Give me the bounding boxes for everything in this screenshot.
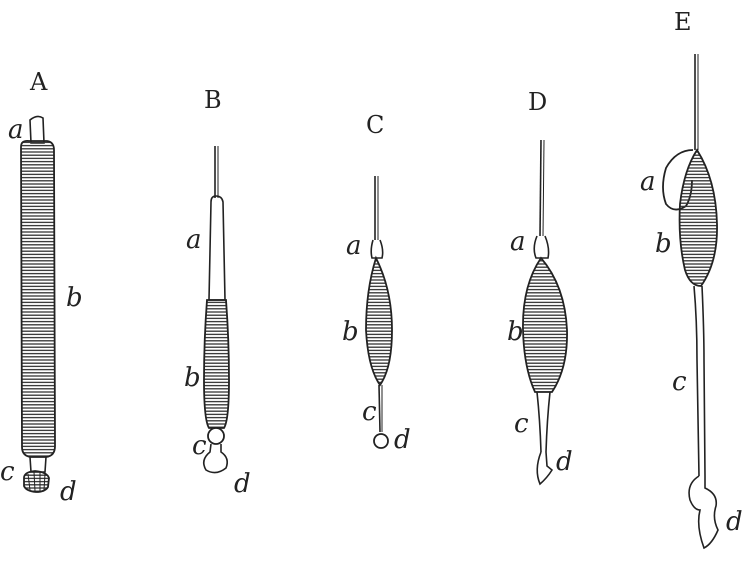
panel-e-foot bbox=[689, 476, 718, 548]
panel-c-part-c: c bbox=[362, 397, 377, 427]
panel-c-part-a: a bbox=[346, 231, 362, 261]
panel-e-part-c: c bbox=[672, 367, 687, 397]
panel-b-tube bbox=[209, 196, 225, 300]
panel-d: D a b c d bbox=[507, 88, 573, 484]
panel-e-tail bbox=[694, 286, 705, 476]
panel-d-collar bbox=[534, 236, 548, 258]
panel-d-tail bbox=[537, 392, 550, 452]
panel-c-tail bbox=[379, 385, 380, 432]
panel-a: A a b c d bbox=[0, 68, 83, 507]
panel-b-drop bbox=[204, 444, 227, 473]
panel-c: C a b c d bbox=[342, 111, 411, 455]
panel-b-body bbox=[204, 300, 229, 428]
panel-a-part-a: a bbox=[8, 115, 24, 145]
panel-e-part-b: b bbox=[655, 229, 672, 259]
panel-c-label: C bbox=[366, 111, 384, 139]
panel-d-filament bbox=[540, 140, 541, 236]
panel-b-part-d: d bbox=[234, 469, 251, 499]
panel-d-part-a: a bbox=[510, 227, 526, 257]
panel-b-label: B bbox=[204, 86, 222, 114]
panel-c-body bbox=[366, 258, 392, 385]
panel-a-neck bbox=[30, 457, 46, 472]
panel-e-part-d: d bbox=[726, 507, 743, 537]
panel-b-ring bbox=[208, 428, 224, 444]
panel-a-body bbox=[21, 141, 55, 457]
panel-c-part-b: b bbox=[342, 317, 359, 347]
panel-a-stem bbox=[30, 116, 44, 143]
panel-b-part-a: a bbox=[186, 225, 202, 255]
panel-e: E a b c d bbox=[640, 8, 743, 548]
panel-a-part-d: d bbox=[60, 477, 77, 507]
panel-c-collar bbox=[371, 240, 382, 258]
panel-b: B a b c d bbox=[184, 86, 251, 499]
panel-c-part-d: d bbox=[394, 425, 411, 455]
panel-d-part-d: d bbox=[556, 447, 573, 477]
panel-b-part-c: c bbox=[192, 431, 207, 461]
panel-a-label: A bbox=[29, 68, 48, 96]
panel-b-part-b: b bbox=[184, 363, 201, 393]
panel-d-label: D bbox=[528, 88, 547, 116]
panel-d-part-b: b bbox=[507, 317, 524, 347]
panel-c-knob bbox=[374, 434, 388, 448]
panel-d-foot bbox=[537, 452, 552, 484]
panel-e-part-a: a bbox=[640, 167, 656, 197]
panel-a-part-c: c bbox=[0, 457, 15, 487]
panel-d-body bbox=[523, 258, 567, 392]
panel-a-part-b: b bbox=[66, 283, 83, 313]
panel-e-body bbox=[680, 150, 718, 286]
panel-e-label: E bbox=[674, 8, 692, 36]
panel-d-part-c: c bbox=[514, 409, 529, 439]
